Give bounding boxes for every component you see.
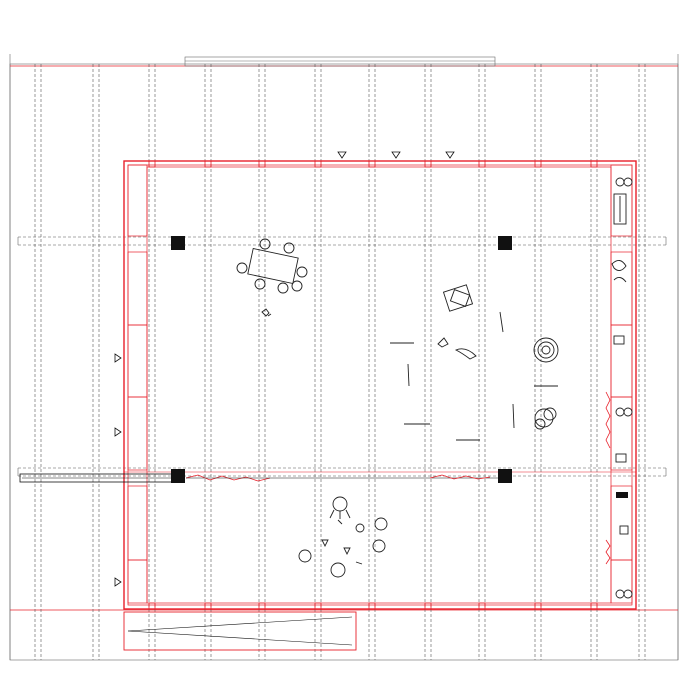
- wall-panel: [127, 164, 148, 237]
- wall-panel: [610, 396, 633, 471]
- panel-joint: [534, 160, 542, 168]
- chair-icon: [298, 549, 312, 563]
- vertical-grid-beams: [34, 64, 646, 660]
- chair-icon: [291, 280, 303, 292]
- panel-joint: [148, 602, 156, 610]
- grid-beam: [424, 64, 432, 660]
- column: [171, 469, 185, 483]
- panel-joint: [368, 602, 376, 610]
- panel-joint: [204, 160, 212, 168]
- right-wall-panels: [610, 164, 633, 604]
- wall-panel: [127, 559, 148, 604]
- chair-icon: [277, 282, 289, 294]
- grid-beam: [534, 64, 542, 660]
- top-wall-panels: [148, 160, 598, 168]
- panel-joint: [204, 602, 212, 610]
- plant-icon: [533, 337, 559, 363]
- grid-beam: [478, 64, 486, 660]
- chair-icon: [259, 238, 271, 250]
- grid-beam: [314, 64, 322, 660]
- grid-beam: [590, 64, 598, 660]
- grid-beam: [17, 467, 667, 477]
- panel-joint: [590, 160, 598, 168]
- panel-joint: [314, 602, 322, 610]
- entry-arrow-icon: [337, 151, 347, 159]
- chair-icon: [372, 539, 386, 553]
- pavilion-wall: [123, 160, 637, 610]
- roof-skylight: [184, 56, 496, 67]
- service-strip: [605, 177, 633, 599]
- entry-ramp: [123, 611, 357, 651]
- grid-beam: [368, 64, 376, 660]
- site-boundary: [9, 54, 679, 661]
- wall-panel: [127, 251, 148, 326]
- panel-joint: [424, 160, 432, 168]
- wall-panel: [610, 164, 633, 237]
- entry-arrow-icon: [445, 151, 455, 159]
- chair-icon: [236, 262, 248, 274]
- panel-joint: [368, 160, 376, 168]
- panel-joint: [258, 602, 266, 610]
- panel-joint: [534, 602, 542, 610]
- column: [498, 469, 512, 483]
- grid-beam: [17, 236, 667, 246]
- panel-joint: [314, 160, 322, 168]
- entry-arrow-icon: [114, 577, 122, 587]
- panel-joint: [424, 602, 432, 610]
- chair-icon: [296, 266, 308, 278]
- grid-beam: [34, 64, 42, 660]
- horizontal-grid-beams: [17, 236, 667, 477]
- panel-joint: [478, 160, 486, 168]
- column: [171, 236, 185, 250]
- panel-joint: [590, 602, 598, 610]
- structural-columns: [171, 236, 512, 483]
- grid-beam: [638, 64, 646, 660]
- panel-joint: [258, 160, 266, 168]
- entry-arrow-icon: [114, 427, 122, 437]
- entry-arrow-icon: [114, 353, 122, 363]
- chair-icon: [254, 278, 266, 290]
- table-icon: [247, 247, 299, 285]
- bottom-wall-panels: [148, 602, 598, 610]
- cafe-set: [298, 496, 388, 578]
- chair-icon: [283, 242, 295, 254]
- grid-beam: [258, 64, 266, 660]
- grid-beam: [92, 64, 100, 660]
- wall-panel: [610, 559, 633, 604]
- grid-beam: [148, 64, 156, 660]
- dining-set: [236, 238, 308, 317]
- grid-beam: [204, 64, 212, 660]
- wall-panel: [127, 396, 148, 471]
- left-wall-panels: [127, 164, 148, 604]
- chair-icon: [330, 562, 346, 578]
- chair-icon: [355, 523, 365, 533]
- wall-panel: [610, 251, 633, 326]
- lounge-set: [390, 284, 559, 441]
- panel-joint: [148, 160, 156, 168]
- wall-panel: [127, 485, 148, 561]
- panel-joint: [478, 602, 486, 610]
- plant-icon: [329, 496, 351, 519]
- chair-icon: [374, 517, 388, 531]
- middle-beam: [19, 473, 498, 483]
- wall-panel: [127, 324, 148, 398]
- entry-arrow-icon: [391, 151, 401, 159]
- plant-icon: [534, 407, 557, 430]
- column: [498, 236, 512, 250]
- sofa-icon: [442, 284, 474, 312]
- entry-arrows: [114, 151, 455, 587]
